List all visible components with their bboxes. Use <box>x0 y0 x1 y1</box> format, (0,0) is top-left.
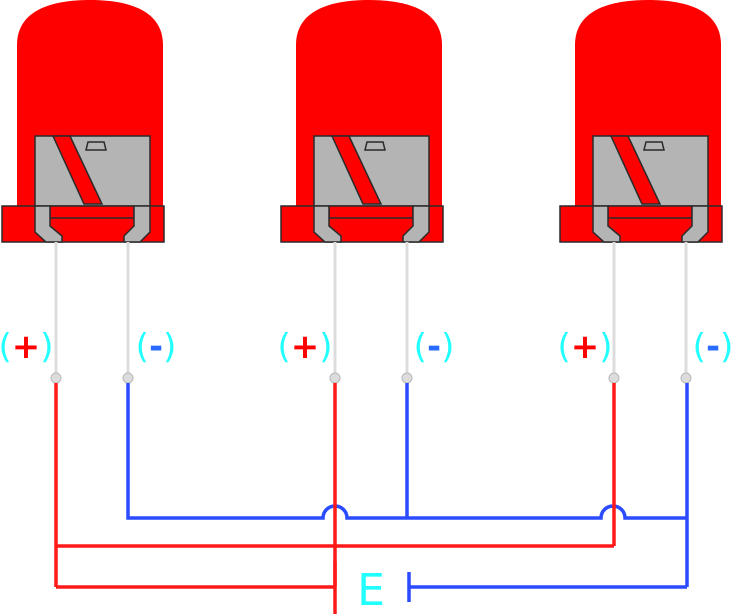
led-cathode-foot <box>123 205 151 243</box>
cathode-terminal <box>680 372 692 384</box>
led-anvil <box>49 205 135 219</box>
led-cathode-foot <box>681 205 709 243</box>
battery-symbol: E <box>333 561 411 616</box>
battery-label: E <box>357 565 385 616</box>
cathode-label-2: (-) <box>414 327 455 367</box>
led-cup <box>643 141 665 151</box>
anode-terminal <box>608 372 620 384</box>
led-2 <box>280 0 444 384</box>
led-1 <box>1 0 165 384</box>
polarity-labels: (+) (-) (+) (-) (+) (-) <box>0 327 733 367</box>
positive-wiring <box>54 383 616 589</box>
led-whisker <box>609 135 662 205</box>
led-whisker <box>330 135 383 205</box>
led-anode-foot <box>34 205 63 243</box>
anode-label-1: (+) <box>0 327 54 367</box>
anode-label-2: (+) <box>277 327 332 367</box>
led-3 <box>559 0 723 384</box>
led-cup <box>85 141 107 151</box>
anode-terminal <box>50 372 62 384</box>
anode-label-3: (+) <box>557 327 612 367</box>
led-anvil <box>328 205 414 219</box>
cathode-terminal <box>401 372 413 384</box>
anode-terminal <box>329 372 341 384</box>
led-anode-foot <box>592 205 621 243</box>
led-cup <box>364 141 386 151</box>
cathode-terminal <box>122 372 134 384</box>
negative-wiring <box>126 383 689 589</box>
cathode-label-1: (-) <box>136 327 177 367</box>
negative-rail <box>126 383 687 520</box>
led-anode-foot <box>313 205 342 243</box>
led-cathode-foot <box>402 205 430 243</box>
cathode-label-3: (-) <box>693 327 733 367</box>
led-whisker <box>51 135 104 205</box>
led-anvil <box>607 205 693 219</box>
